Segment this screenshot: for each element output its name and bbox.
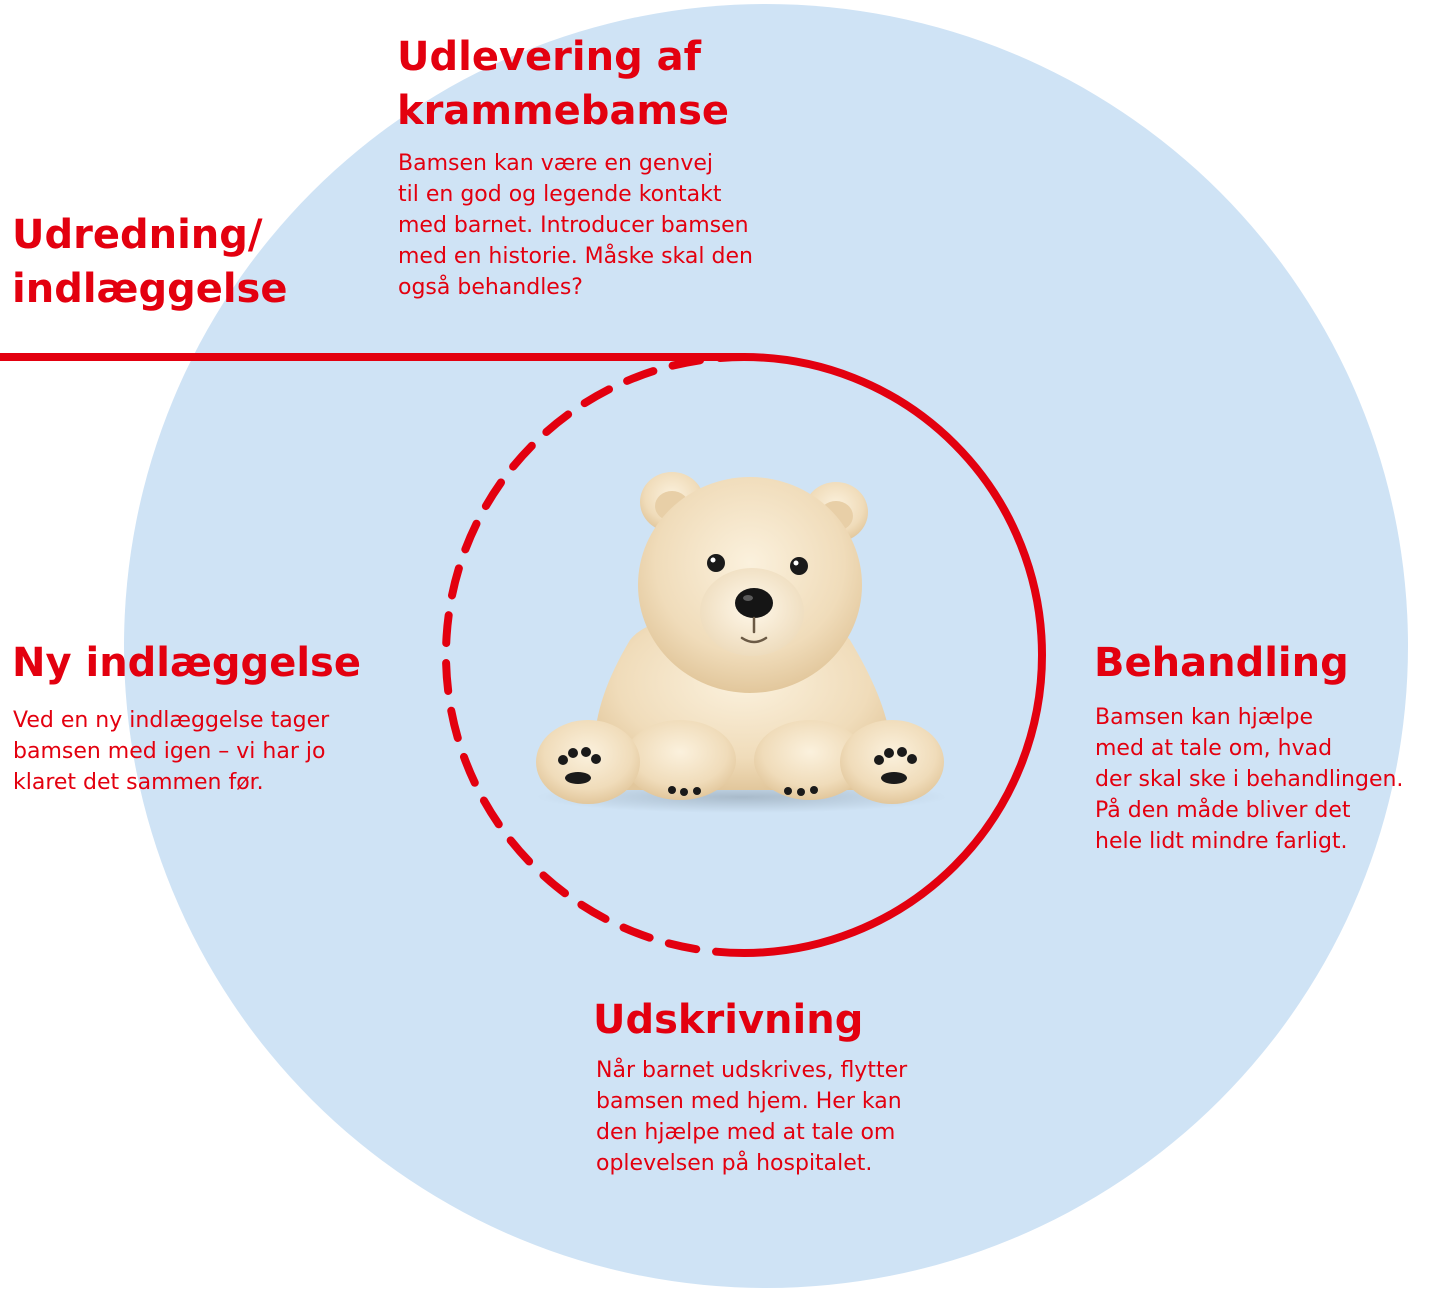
behandling-title-line: Behandling	[1094, 640, 1349, 686]
ny-indlaeggelse-text-line: klaret det sammen før.	[13, 770, 264, 795]
behandling-text-line: hele lidt mindre farligt.	[1095, 829, 1348, 854]
udskrivning-title: Udskrivning	[593, 993, 863, 1047]
ny-indlaeggelse-title-line: Ny indlæggelse	[12, 640, 361, 686]
udredning-title: Udredning/ indlæggelse	[12, 208, 288, 316]
udlevering-text: Bamsen kan være en genvej til en god og …	[398, 148, 753, 303]
udlevering-title: Udlevering af krammebamse	[397, 30, 729, 138]
behandling-text: Bamsen kan hjælpe med at tale om, hvad d…	[1095, 702, 1403, 857]
behandling-text-line: med at tale om, hvad	[1095, 736, 1333, 761]
udlevering-title-line-2: krammebamse	[397, 88, 730, 134]
ny-indlaeggelse-text-line: Ved en ny indlæggelse tager	[13, 708, 330, 733]
udskrivning-text-line: oplevelsen på hospitalet.	[596, 1151, 873, 1176]
udlevering-text-line: Bamsen kan være en genvej	[398, 151, 714, 176]
udskrivning-text: Når barnet udskrives, flytter bamsen med…	[596, 1055, 907, 1179]
cycle-solid-arc	[743, 353, 1046, 957]
udredning-title-line-2: indlæggelse	[12, 266, 288, 312]
ny-indlaeggelse-text-line: bamsen med igen – vi har jo	[13, 739, 326, 764]
udlevering-text-line: til en god og legende kontakt	[398, 182, 722, 207]
udlevering-text-line: med en historie. Måske skal den	[398, 244, 753, 269]
behandling-text-line: Bamsen kan hjælpe	[1095, 705, 1313, 730]
udlevering-text-line: også behandles?	[398, 275, 583, 300]
udlevering-title-line-1: Udlevering af	[397, 34, 702, 80]
behandling-text-line: På den måde bliver det	[1095, 798, 1351, 823]
udskrivning-text-line: Når barnet udskrives, flytter	[596, 1058, 908, 1083]
behandling-text-line: der skal ske i behandlingen.	[1095, 767, 1404, 792]
behandling-title: Behandling	[1094, 636, 1349, 690]
cycle-dashed-arc	[442, 353, 748, 957]
udskrivning-title-line: Udskrivning	[593, 997, 864, 1043]
ny-indlaeggelse-text: Ved en ny indlæggelse tager bamsen med i…	[13, 705, 329, 798]
udskrivning-text-line: bamsen med hjem. Her kan	[596, 1089, 902, 1114]
udskrivning-text-line: den hjælpe med at tale om	[596, 1120, 896, 1145]
ny-indlaeggelse-title: Ny indlæggelse	[12, 636, 361, 690]
udlevering-text-line: med barnet. Introducer bamsen	[398, 213, 749, 238]
teddy-bear-illustration	[536, 472, 947, 813]
udredning-title-line-1: Udredning/	[12, 212, 263, 258]
